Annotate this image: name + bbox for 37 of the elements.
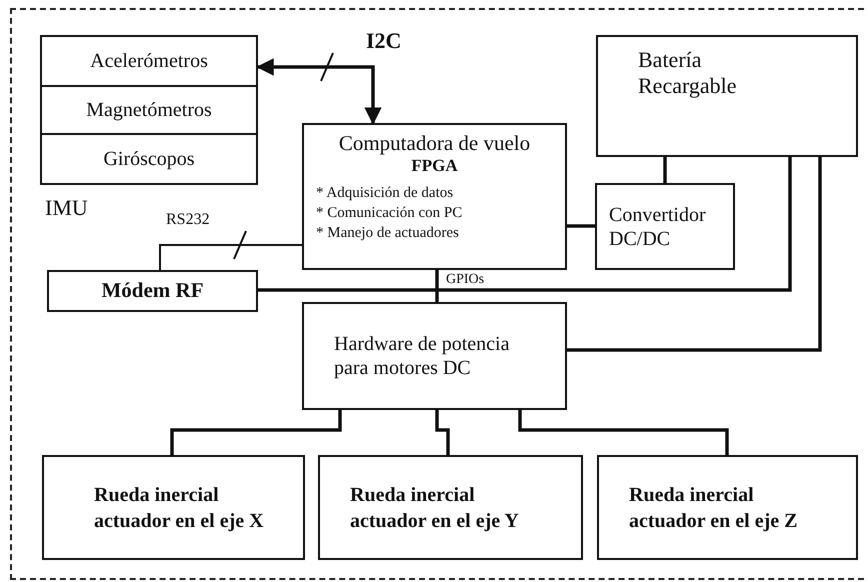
box-label: Batería Recargable xyxy=(638,47,738,100)
connector xyxy=(567,157,822,352)
process-box xyxy=(302,123,567,270)
connector xyxy=(567,224,595,228)
connector xyxy=(663,157,667,183)
box-label: Rueda inercial actuador en el eje Y xyxy=(350,482,520,534)
bullet-item: * Manejo de actuadores xyxy=(316,224,460,244)
box-label: Magnetómetros xyxy=(86,98,212,122)
block-box xyxy=(318,455,583,560)
box-label: Acelerómetros xyxy=(90,49,208,73)
box-label: Giróscopos xyxy=(103,147,195,171)
box-label: Convertidor DC/DC xyxy=(609,202,707,250)
block-box xyxy=(597,455,858,560)
connector xyxy=(435,270,439,302)
connector xyxy=(258,157,792,292)
bullet-item: * Adquisición de datos xyxy=(316,184,454,203)
box-subtitle: FPGA xyxy=(411,156,458,177)
block-box xyxy=(40,35,258,87)
block-box xyxy=(595,183,735,270)
box-label: Rueda inercial actuador en el eje Z xyxy=(629,482,798,534)
block-box xyxy=(47,270,258,312)
box-title: Computadora de vuelo xyxy=(338,131,530,156)
connector xyxy=(518,410,729,455)
box-label: Módem RF xyxy=(101,278,204,304)
block-box xyxy=(596,35,858,157)
block-box xyxy=(42,455,305,560)
block-box xyxy=(40,85,258,135)
box-label: Rueda inercial actuador en el eje X xyxy=(94,482,265,534)
connector xyxy=(256,58,382,125)
block-box xyxy=(302,302,567,410)
group-label: IMU xyxy=(45,195,88,222)
box-label: Hardware de potencia para motores DC xyxy=(334,332,510,380)
connector xyxy=(435,410,450,455)
connector xyxy=(170,410,342,455)
block-box xyxy=(40,133,258,185)
connector xyxy=(159,244,302,270)
bullet-item: * Comunicación con PC xyxy=(316,204,462,223)
